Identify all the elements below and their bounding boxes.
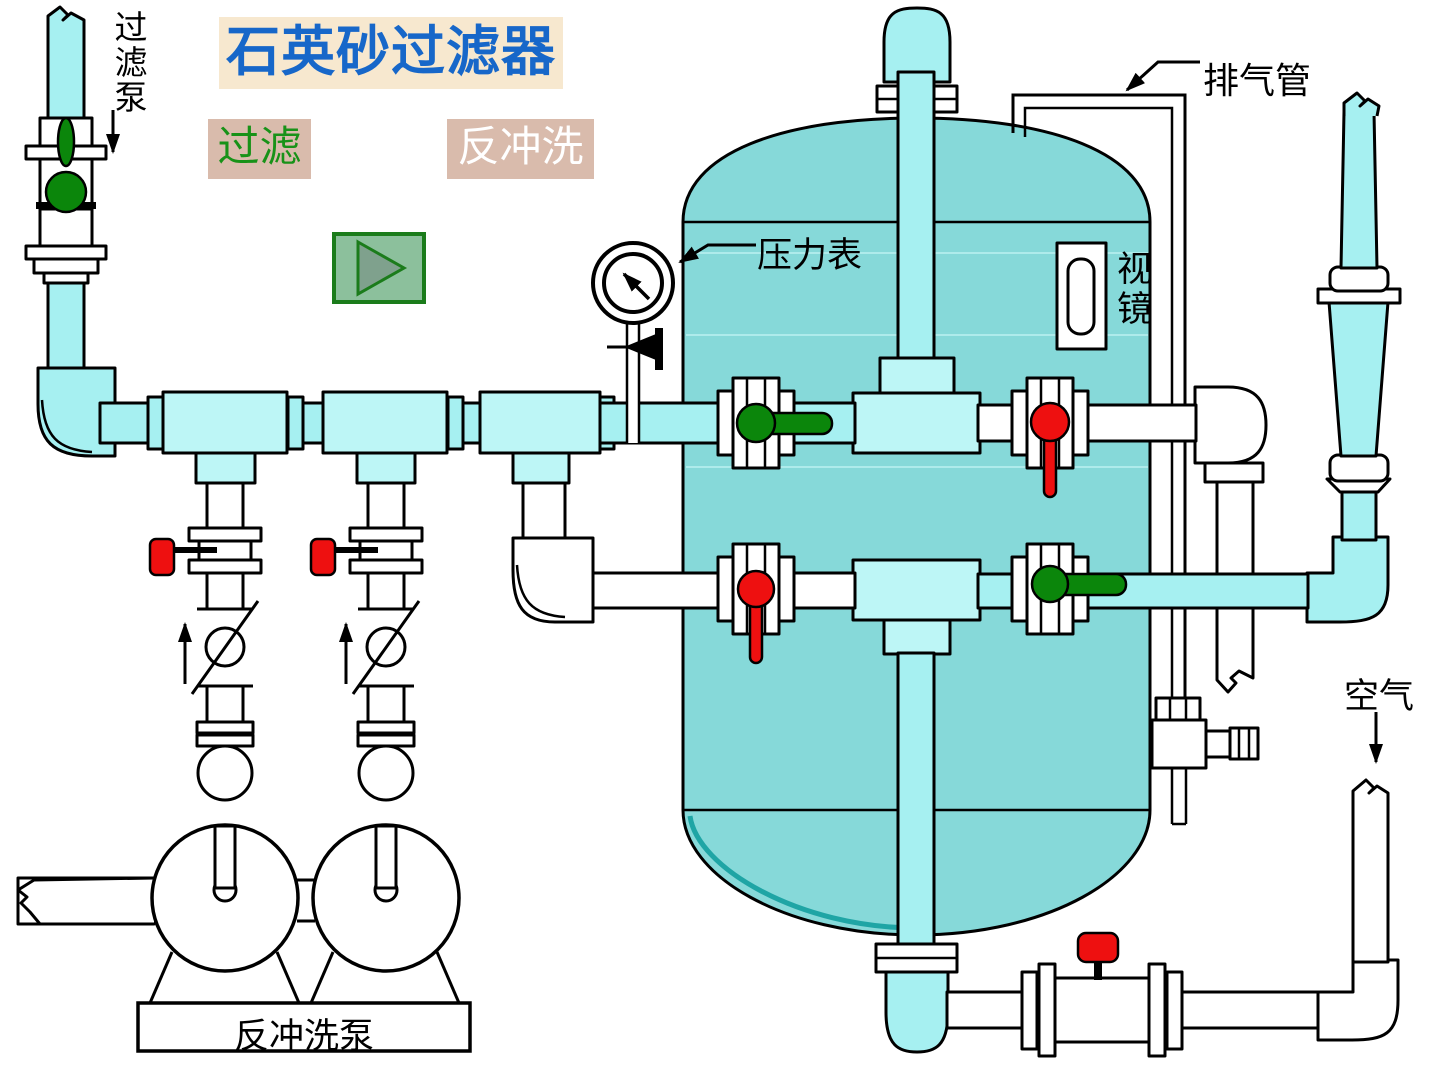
pump1-shaft xyxy=(213,824,237,890)
tank-central-column xyxy=(851,6,982,1054)
pump2-leg-right xyxy=(435,951,461,1004)
gauge-needle xyxy=(622,272,651,301)
valve-ball xyxy=(736,569,776,609)
air-pipe-open-end xyxy=(1351,778,1390,804)
header-tee-3 xyxy=(478,390,602,455)
valve-lower-right-green[interactable] xyxy=(1010,542,1128,636)
exhaust-fitting-body xyxy=(1150,718,1208,770)
pump-branch-1 xyxy=(148,481,263,802)
filter-pump-label: 过滤泵 xyxy=(109,10,145,115)
drain-line xyxy=(1193,385,1268,694)
branch1-check-valve xyxy=(190,600,260,695)
branch1-valve-knob-red[interactable] xyxy=(148,537,176,577)
annotation-arrows xyxy=(106,60,1383,764)
inlet-line xyxy=(24,5,117,458)
backwash-return-elbow xyxy=(511,481,595,624)
header-tee-1 xyxy=(161,390,289,455)
inlet-open-end xyxy=(46,5,86,30)
drain-elbow xyxy=(1193,385,1268,465)
sight-glass xyxy=(1055,241,1108,351)
outlet-elbow xyxy=(1305,535,1390,624)
exhaust-pipe-label: 排气管 xyxy=(1203,61,1312,101)
inlet-elbow xyxy=(36,366,117,458)
central-pipe-lower xyxy=(896,651,936,977)
bottom-dome-cap xyxy=(884,970,950,1054)
pressure-gauge-label: 压力表 xyxy=(757,236,863,275)
pump2-ball xyxy=(357,744,415,802)
upper-tee xyxy=(851,391,982,455)
air-scour-line xyxy=(945,778,1400,1058)
drain-open-end xyxy=(1215,668,1255,694)
pump2-shaft xyxy=(374,824,398,890)
exhaust-pipe-leader xyxy=(1125,60,1200,92)
pump2-leg-left xyxy=(309,951,335,1004)
mode-button-backwash[interactable]: 反冲洗 xyxy=(447,119,594,179)
sight-glass-label: 视镜 xyxy=(1112,250,1151,330)
pump-base xyxy=(136,1001,472,1053)
branch2-valve-knob-red[interactable] xyxy=(309,537,337,577)
valve-ball xyxy=(1029,401,1071,443)
gauge-cock xyxy=(655,328,663,370)
air-label: 空气 xyxy=(1344,677,1415,716)
inlet-valve-handle-green[interactable] xyxy=(44,170,88,214)
exhaust-pipe xyxy=(1011,93,1260,826)
page-title: 石英砂过滤器 xyxy=(219,17,563,89)
branch2-check-valve xyxy=(351,600,421,695)
valve-upper-right-red[interactable] xyxy=(1010,376,1090,499)
outlet-open-end xyxy=(1342,91,1381,117)
pump1-leg-right xyxy=(275,951,301,1004)
pressure-gauge-leader xyxy=(678,243,756,264)
air-elbow xyxy=(1316,958,1400,1042)
bottom-valve-knob-red xyxy=(1076,931,1120,964)
lower-tee xyxy=(851,558,982,622)
outlet-cone xyxy=(1327,300,1390,458)
header-tee-2 xyxy=(321,390,449,455)
exhaust-flange xyxy=(1154,696,1202,722)
valve-upper-left-green[interactable] xyxy=(716,376,834,470)
top-dome-cap xyxy=(882,6,952,84)
air-pipe xyxy=(1351,798,1390,964)
pressure-gauge xyxy=(591,241,675,443)
play-button[interactable] xyxy=(332,232,426,304)
pump-branch-2 xyxy=(309,481,424,802)
valve-ball xyxy=(1030,564,1070,604)
inlet-valve-stem xyxy=(56,116,76,168)
backwash-pump-label: 反冲洗泵 xyxy=(233,1017,374,1056)
outlet-riser xyxy=(1305,91,1402,624)
mode-button-filter[interactable]: 过滤 xyxy=(208,119,311,179)
inlet-valve xyxy=(24,116,108,285)
main-header-pipe xyxy=(98,390,687,485)
central-pipe-upper xyxy=(896,70,936,396)
backwash-pumps xyxy=(16,823,472,1053)
pump1-leg-left xyxy=(148,951,174,1004)
pump1-ball xyxy=(196,744,254,802)
valve-lower-left-red[interactable] xyxy=(716,542,796,665)
suction-pipe xyxy=(16,876,155,926)
play-icon xyxy=(356,239,408,297)
valve-ball xyxy=(735,402,777,444)
bottom-drain-valve[interactable] xyxy=(1020,931,1184,1058)
